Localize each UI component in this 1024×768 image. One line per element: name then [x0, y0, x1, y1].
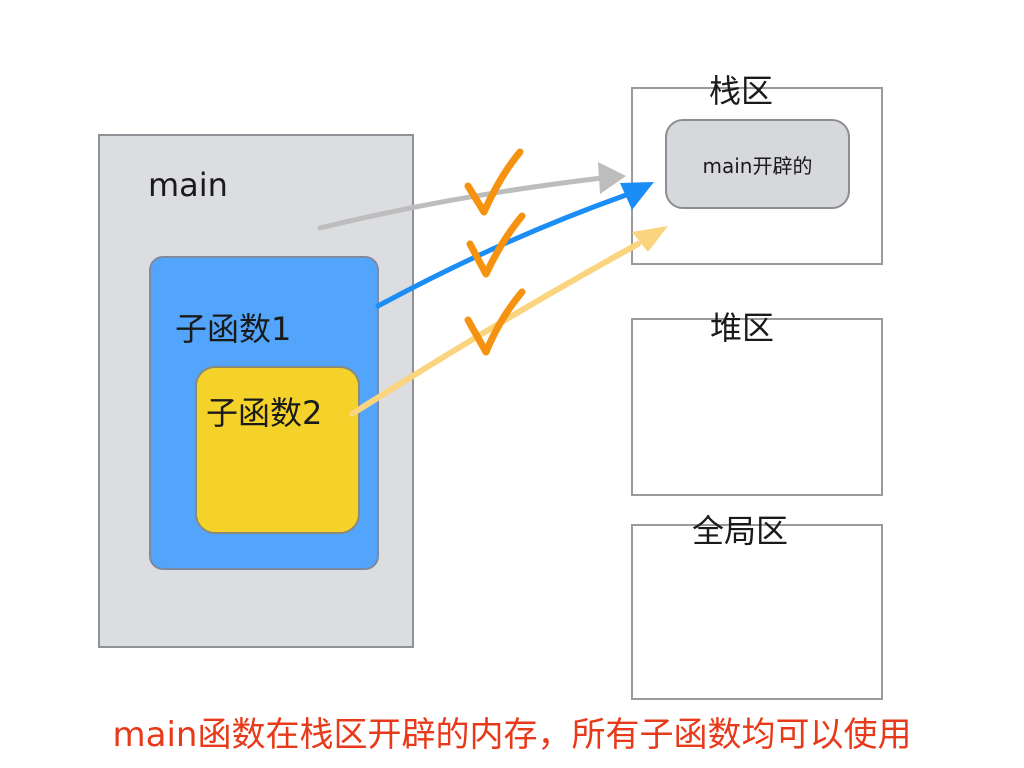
global-region-title: 全局区: [692, 512, 789, 550]
global-region-box: [631, 524, 883, 700]
sub-function-2-box: [195, 366, 360, 534]
main-allocated-memory-box: main开辟的: [665, 119, 850, 209]
heap-region-title: 堆区: [710, 309, 775, 347]
main-allocated-memory-label: main开辟的: [702, 153, 813, 178]
check-mark-icon: [466, 212, 526, 278]
main-function-label: main: [148, 166, 228, 204]
sub-function-1-label: 子函数1: [175, 310, 292, 348]
stack-region-title: 栈区: [709, 72, 774, 110]
sub1-to-stack-arrow: [375, 182, 654, 309]
check-mark-icon: [464, 148, 524, 216]
diagram-caption: main函数在栈区开辟的内存，所有子函数均可以使用: [112, 715, 912, 755]
check-mark-icon: [464, 288, 526, 356]
sub-function-2-label: 子函数2: [206, 394, 323, 432]
